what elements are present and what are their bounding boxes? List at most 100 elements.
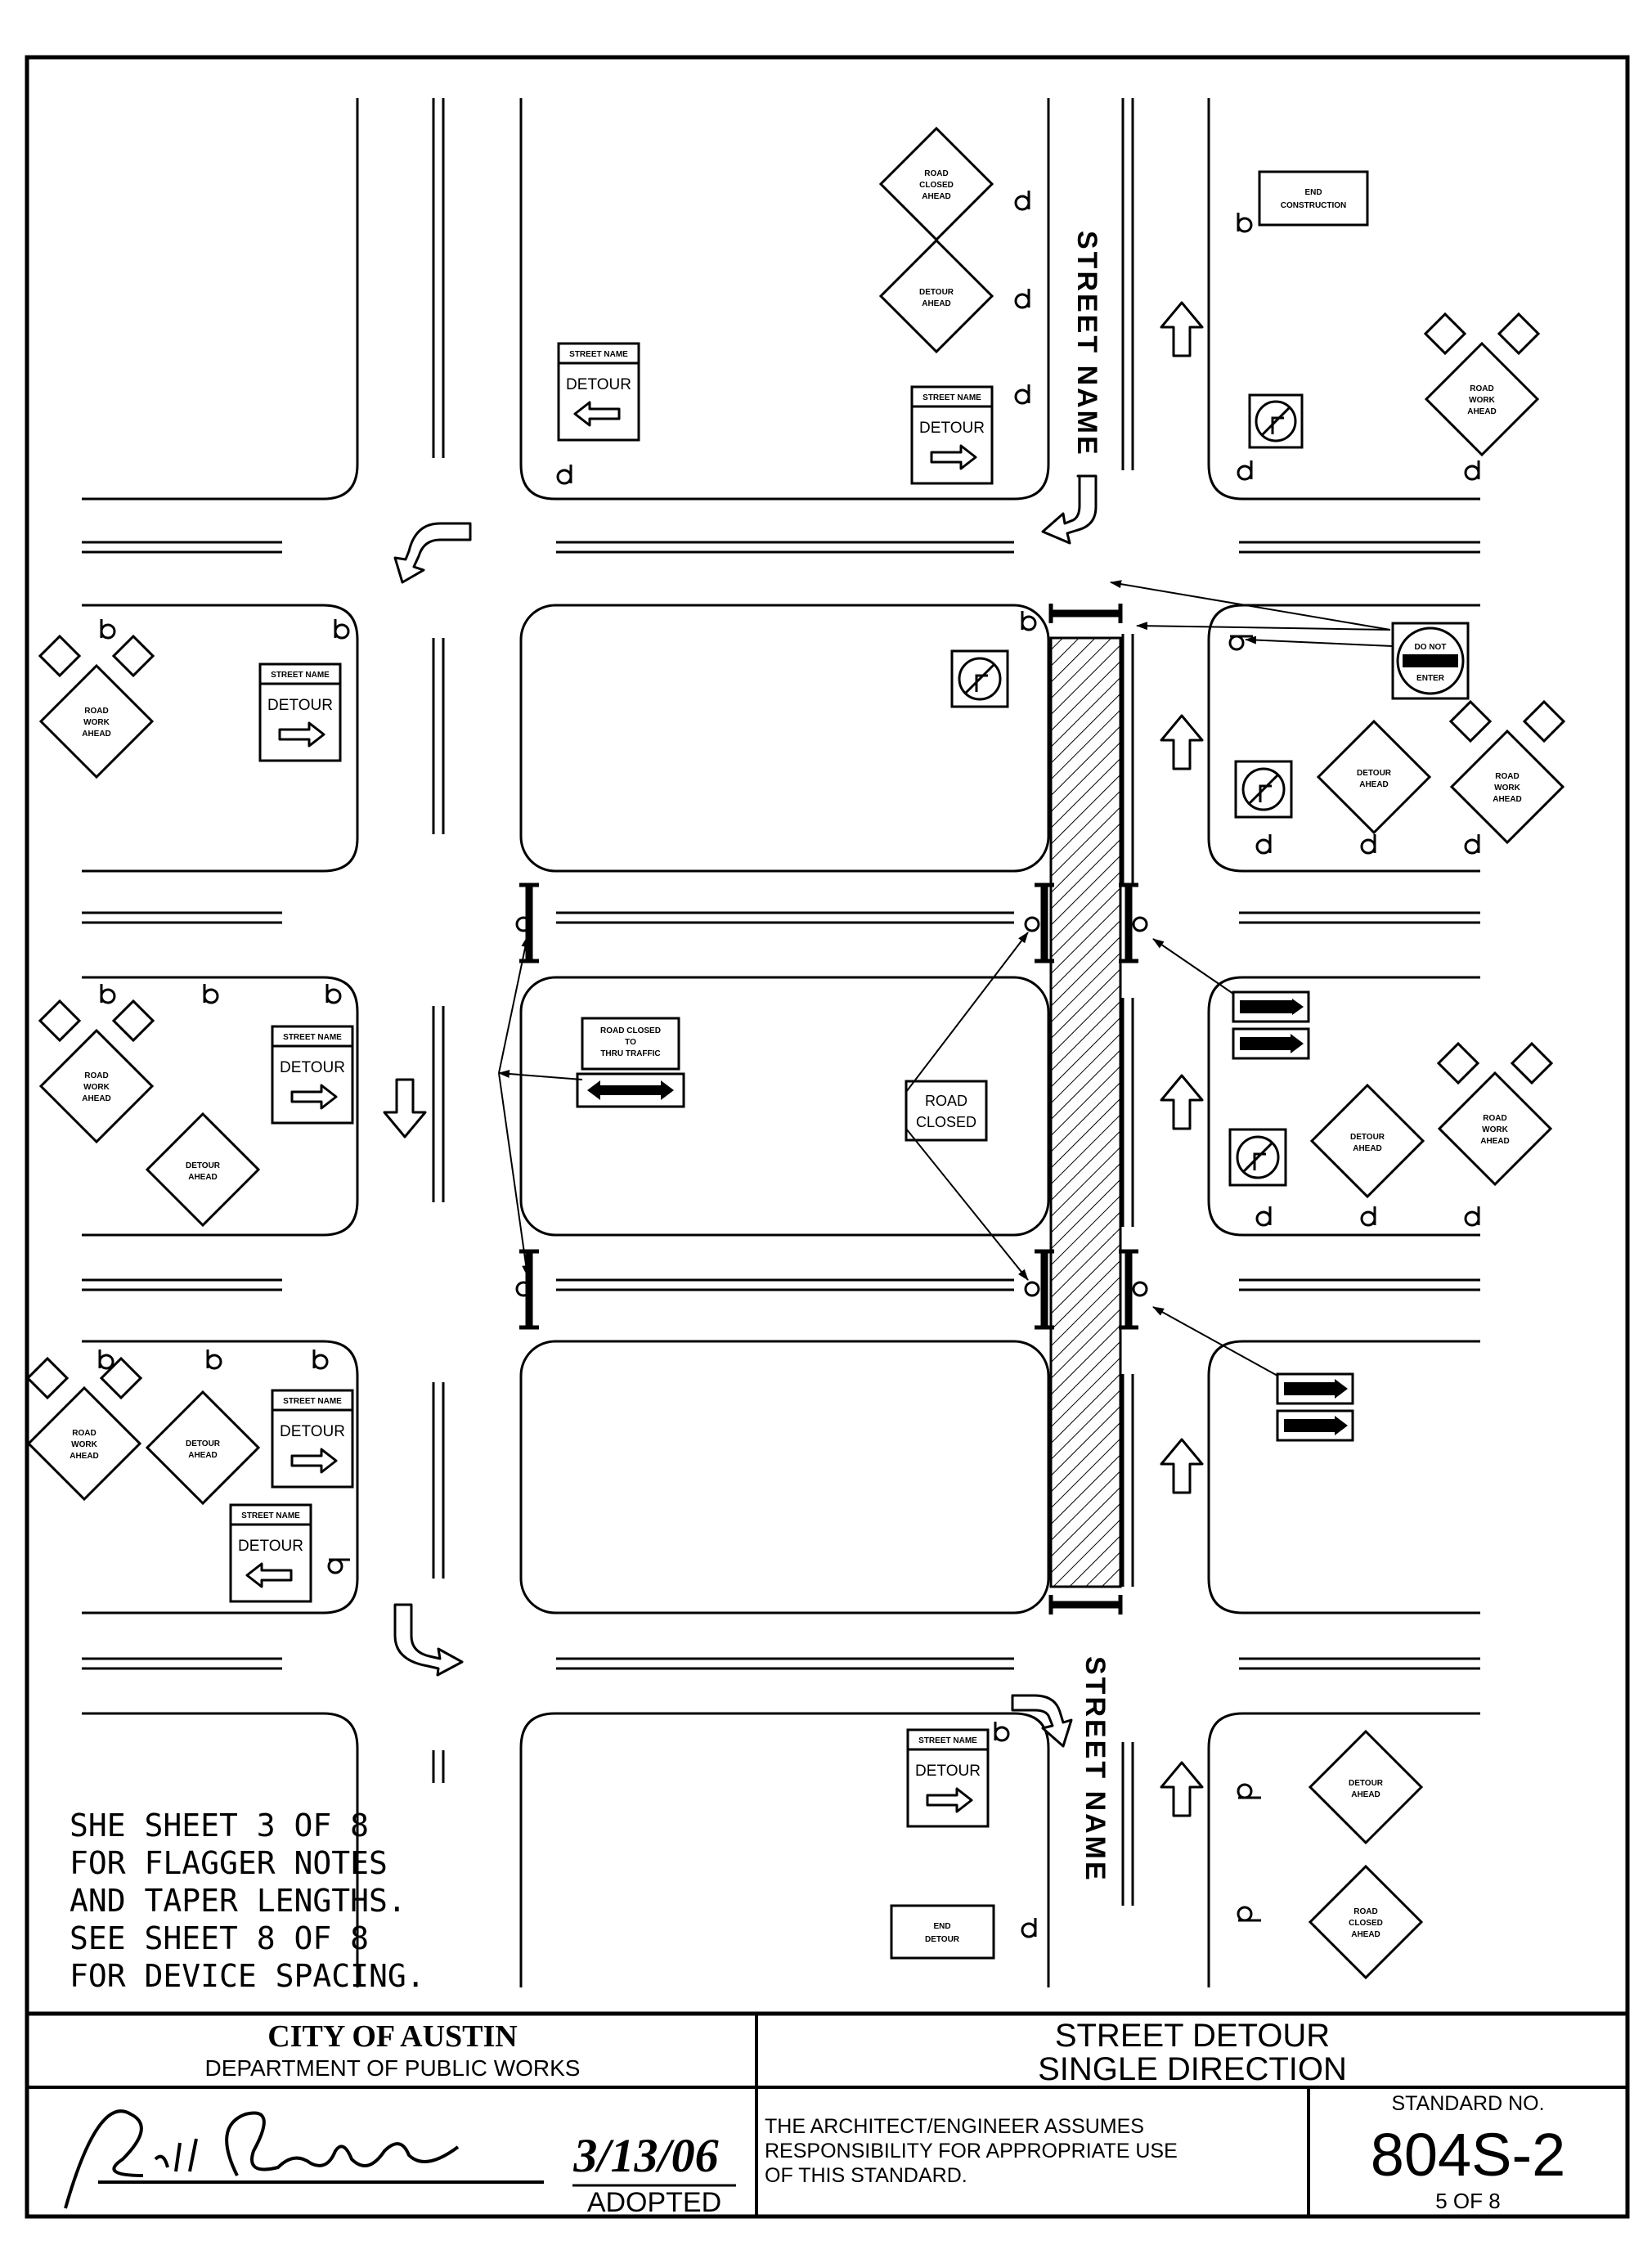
detour-left-sign: STREET NAME DETOUR xyxy=(557,342,640,442)
one-way-signs xyxy=(1232,990,1354,1442)
sign-text: DETOUR xyxy=(925,1935,960,1944)
sign-text: THRU TRAFFIC xyxy=(600,1049,660,1058)
sign-text: AHEAD xyxy=(70,1452,99,1461)
note-line: AND TAPER LENGTHS. xyxy=(70,1883,406,1919)
road-closed-thru-traffic-sign: ROAD CLOSED TO THRU TRAFFIC xyxy=(576,1017,685,1108)
sign-text: AHEAD xyxy=(82,1094,111,1103)
sign-text: END xyxy=(933,1922,950,1931)
end-detour-sign: END DETOUR xyxy=(890,1904,995,1960)
closed-lane-hatched xyxy=(1049,636,1122,1588)
sign-text: ROAD xyxy=(84,707,108,716)
sign-text: DETOUR xyxy=(1349,1779,1384,1788)
detour-right-sign: STREET NAME DETOUR xyxy=(258,662,342,762)
do-not-enter-sign: DO NOT ENTER xyxy=(1391,622,1470,700)
sign-text: ROAD xyxy=(1353,1907,1377,1916)
agency-name: CITY OF AUSTIN xyxy=(267,2019,517,2054)
street-name-plate: STREET NAME xyxy=(241,1511,300,1520)
traffic-flow-arrows xyxy=(383,301,1204,1817)
sign-text: ROAD xyxy=(72,1429,96,1438)
sign-text: ROAD xyxy=(1483,1114,1506,1123)
road-work-ahead-sign: ROAD WORK AHEAD xyxy=(1448,699,1566,845)
street-name-plate: STREET NAME xyxy=(923,393,981,402)
no-turn-sign xyxy=(1228,1128,1287,1187)
no-turn-sign xyxy=(1234,760,1293,819)
disclaimer-line: RESPONSIBILITY FOR APPROPRIATE USE xyxy=(765,2140,1178,2162)
general-note: SHE SHEET 3 OF 8 FOR FLAGGER NOTES AND T… xyxy=(70,1808,425,1994)
street-name-plate: STREET NAME xyxy=(283,1397,342,1406)
department-name: DEPARTMENT OF PUBLIC WORKS xyxy=(205,2055,581,2081)
road-work-ahead-sign: ROAD WORK AHEAD xyxy=(25,1356,143,1502)
detour-text: DETOUR xyxy=(280,1059,345,1076)
sign-text: AHEAD xyxy=(1493,795,1522,804)
detour-text: DETOUR xyxy=(566,376,631,393)
sign-text: AHEAD xyxy=(82,730,111,739)
signature-image xyxy=(64,2109,544,2209)
sheet-number: 5 OF 8 xyxy=(1435,2189,1500,2213)
detour-ahead-sign: DETOUR AHEAD xyxy=(1308,1729,1424,1845)
street-name-label-south: STREET NAME xyxy=(1080,1656,1111,1883)
detour-text: DETOUR xyxy=(915,1763,981,1780)
detour-ahead-sign: DETOUR AHEAD xyxy=(1309,1083,1425,1199)
adoption-date: 3/13/06 xyxy=(572,2129,718,2182)
sign-text: DETOUR xyxy=(1357,769,1392,778)
detour-ahead-sign: DETOUR AHEAD xyxy=(878,238,994,354)
sign-text: ROAD xyxy=(1495,772,1519,781)
street-name-label-north: STREET NAME xyxy=(1071,231,1102,457)
sign-text: WORK xyxy=(1482,1125,1508,1134)
detour-text: DETOUR xyxy=(267,697,333,714)
detour-right-sign: STREET NAME DETOUR xyxy=(271,1389,354,1489)
note-line: SHE SHEET 3 OF 8 xyxy=(70,1808,369,1844)
street-name-plate: STREET NAME xyxy=(918,1736,977,1745)
sign-text: AHEAD xyxy=(1467,407,1497,416)
sign-text: WORK xyxy=(1494,784,1520,793)
detour-text: DETOUR xyxy=(280,1423,345,1440)
sign-text: AHEAD xyxy=(188,1173,218,1182)
road-closed-ahead-sign: ROAD CLOSED AHEAD xyxy=(878,126,994,242)
sign-text: AHEAD xyxy=(1353,1144,1382,1153)
road-closed-label: ROAD CLOSED xyxy=(905,1080,988,1142)
detour-text: DETOUR xyxy=(238,1538,303,1555)
road-work-ahead-sign: ROAD WORK AHEAD xyxy=(38,634,155,779)
road-work-ahead-sign: ROAD WORK AHEAD xyxy=(38,999,155,1144)
sign-text: DETOUR xyxy=(186,1161,221,1170)
sign-text: WORK xyxy=(83,718,110,727)
sign-text: WORK xyxy=(71,1440,97,1449)
barricades xyxy=(519,604,1138,1615)
sign-text: CONSTRUCTION xyxy=(1281,201,1347,210)
drawing-title-line1: STREET DETOUR xyxy=(1055,2018,1330,2054)
detour-right-sign: STREET NAME DETOUR xyxy=(271,1025,354,1125)
standard-number: 804S-2 xyxy=(1371,2121,1566,2189)
sign-text: CLOSED xyxy=(1349,1919,1383,1928)
sign-text: AHEAD xyxy=(1351,1930,1380,1939)
sign-text: END xyxy=(1304,188,1322,197)
sign-text: ROAD xyxy=(84,1071,108,1080)
sign-text: AHEAD xyxy=(1359,780,1389,789)
sign-text: AHEAD xyxy=(1480,1137,1510,1146)
sign-text: ROAD CLOSED xyxy=(600,1026,661,1035)
sign-text: AHEAD xyxy=(922,192,951,201)
sheet-border xyxy=(25,55,1630,2219)
sign-text: DO NOT xyxy=(1415,643,1447,652)
end-construction-sign: END CONSTRUCTION xyxy=(1258,170,1369,227)
note-line: FOR DEVICE SPACING. xyxy=(70,1958,425,1994)
leader-lines xyxy=(498,580,1394,1376)
detour-text: DETOUR xyxy=(919,420,985,437)
sign-text: WORK xyxy=(1469,396,1495,405)
drawing-title-line2: SINGLE DIRECTION xyxy=(1038,2051,1347,2087)
street-name-plate: STREET NAME xyxy=(271,671,330,680)
disclaimer-line: OF THIS STANDARD. xyxy=(765,2164,967,2187)
sign-text: TO xyxy=(625,1038,636,1047)
street-name-plate: STREET NAME xyxy=(569,350,628,359)
sign-text: DETOUR xyxy=(1350,1133,1385,1142)
sign-text: CLOSED xyxy=(919,181,954,190)
sign-posts xyxy=(98,191,1480,1938)
sign-text: AHEAD xyxy=(1351,1790,1380,1799)
adopted-label: ADOPTED xyxy=(587,2187,721,2218)
sign-text: ENTER xyxy=(1416,674,1445,683)
road-network xyxy=(82,98,1480,1987)
road-work-ahead-sign: ROAD WORK AHEAD xyxy=(1436,1041,1554,1187)
no-turn-sign xyxy=(1248,393,1304,449)
sign-text: DETOUR xyxy=(919,288,954,297)
sign-text: ROAD xyxy=(1470,384,1493,393)
